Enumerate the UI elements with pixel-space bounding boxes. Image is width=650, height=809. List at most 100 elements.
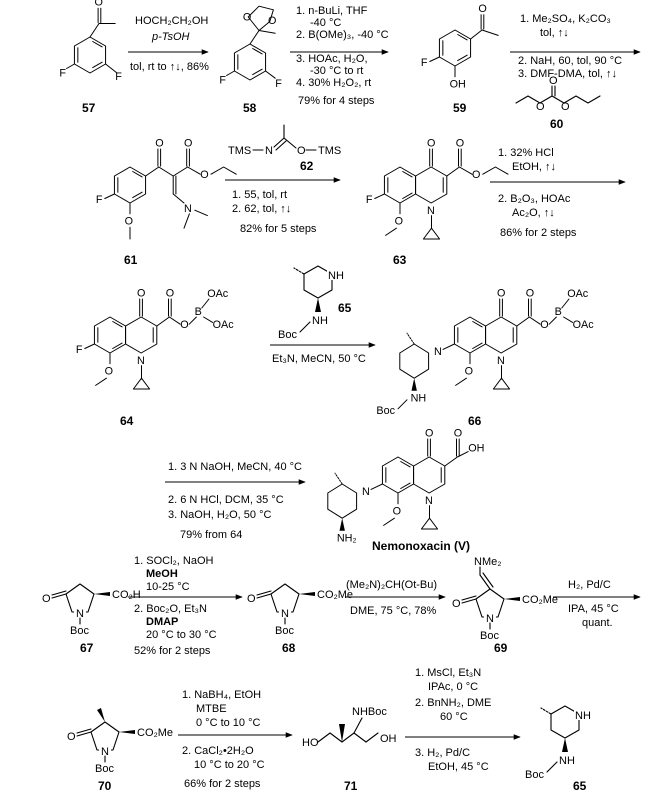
condition-line: 3. NaOH, H₂O, 50 °C bbox=[168, 509, 271, 521]
condition-line: 2. CaCl₂•2H₂O bbox=[182, 745, 254, 757]
condition-line: DMAP bbox=[146, 616, 178, 628]
atom-label: F bbox=[76, 344, 83, 356]
condition-line: 2. B₂O₃, HOAc bbox=[498, 193, 571, 205]
atom-label: Boc bbox=[376, 405, 395, 417]
atom-label: O bbox=[95, 0, 103, 8]
atom-label: O bbox=[180, 319, 188, 331]
atom-label: OH bbox=[380, 733, 397, 745]
atom-label: CO₂Me bbox=[317, 589, 353, 601]
atom-label: O bbox=[184, 137, 192, 149]
atom-label: O bbox=[166, 287, 174, 299]
reagent-line: 3. DMF-DMA, tol, ↑↓ bbox=[518, 68, 617, 80]
condition-line: quant. bbox=[582, 617, 613, 629]
reagent-line: MeOH bbox=[146, 568, 178, 580]
molecule-68: O N Boc CO₂Me bbox=[247, 583, 353, 637]
molecule-57: O F F bbox=[59, 0, 122, 83]
atom-label: F bbox=[219, 75, 226, 87]
condition-line: Ac₂O, ↑↓ bbox=[512, 207, 555, 219]
atom-label: O bbox=[67, 731, 76, 743]
atom-label: N bbox=[434, 346, 442, 358]
atom-label: Boc bbox=[525, 769, 544, 781]
atom-label: O bbox=[540, 319, 548, 331]
reagent-line: 1. 3 N NaOH, MeCN, 40 °C bbox=[168, 461, 302, 473]
atom-label: N bbox=[184, 203, 192, 215]
atom-label: TMS bbox=[228, 145, 251, 157]
molecule-65-product: NH NH Boc bbox=[525, 705, 591, 781]
compound-number: 66 bbox=[468, 414, 482, 428]
condition-line: 82% for 5 steps bbox=[240, 223, 317, 235]
atom-label: O bbox=[125, 216, 133, 228]
atom-label: Boc bbox=[275, 625, 294, 637]
condition-line: 52% for 2 steps bbox=[134, 645, 211, 657]
condition-line: Et₃N, MeCN, 50 °C bbox=[272, 353, 366, 365]
atom-label: N bbox=[486, 613, 494, 625]
atom-label: Boc bbox=[278, 329, 297, 341]
condition-line: 66% for 2 steps bbox=[184, 778, 261, 790]
reagent-line: 4. 30% H₂O₂, rt bbox=[296, 77, 371, 89]
condition-line: 3. H₂, Pd/C bbox=[415, 747, 470, 759]
reagent-line: EtOH, ↑↓ bbox=[512, 161, 556, 173]
compound-number: 59 bbox=[453, 101, 467, 115]
reagent-line: -40 °C bbox=[310, 17, 341, 29]
molecule-71: HO NHBoc OH bbox=[302, 706, 397, 749]
condition-line: 86% for 2 steps bbox=[500, 227, 577, 239]
atom-label: O bbox=[561, 101, 570, 113]
compound-number: 57 bbox=[82, 101, 96, 115]
atom-label: N bbox=[281, 608, 289, 620]
atom-label: O bbox=[497, 287, 505, 299]
atom-label: Boc bbox=[95, 763, 114, 775]
compound-number: 67 bbox=[80, 641, 94, 655]
atom-label: F bbox=[59, 68, 66, 80]
atom-label: CO₂H bbox=[112, 589, 141, 601]
atom-label: O bbox=[536, 101, 545, 113]
compound-number: 70 bbox=[98, 779, 112, 793]
condition-line: 2. Boc₂O, Et₃N bbox=[134, 603, 207, 615]
reagent-line: MTBE bbox=[196, 703, 227, 715]
atom-label: OH bbox=[468, 443, 484, 455]
molecule-nemonoxacin: O O OH N O N NH₂ bbox=[327, 427, 484, 545]
atom-label: O bbox=[454, 427, 462, 439]
atom-label: O bbox=[472, 169, 480, 181]
condition-line: 20 °C to 30 °C bbox=[146, 629, 217, 641]
atom-label: CO₂Me bbox=[137, 727, 173, 739]
atom-label: OAc bbox=[213, 319, 235, 331]
atom-label: O bbox=[247, 593, 256, 605]
atom-label: OAc bbox=[573, 319, 595, 331]
condition-line: 1. 55, tol, rt bbox=[232, 189, 287, 201]
reagent-line: 2. NaH, 60, tol, 90 °C bbox=[518, 55, 622, 67]
compound-number: 65 bbox=[573, 779, 587, 793]
compound-number: 63 bbox=[393, 253, 407, 267]
condition-line: 10 °C to 20 °C bbox=[194, 759, 265, 771]
atom-label: O bbox=[478, 3, 486, 15]
atom-label: NHBoc bbox=[352, 706, 387, 718]
molecule-64: O O O B OAc OAc N F O bbox=[76, 287, 235, 390]
molecule-66: O O O B OAc OAc N O N NH Boc bbox=[376, 287, 594, 417]
reagent-line: 1. 32% HCl bbox=[498, 147, 554, 159]
molecule-61: O O O N F O bbox=[96, 137, 237, 240]
atom-label: OAc bbox=[567, 288, 589, 300]
atom-label: O bbox=[549, 75, 558, 87]
condition-line: 2. 62, tol, ↑↓ bbox=[232, 203, 291, 215]
atom-label: Boc bbox=[480, 630, 499, 642]
compound-number: 62 bbox=[300, 159, 314, 173]
atom-label: N bbox=[76, 608, 84, 620]
atom-label: F bbox=[366, 194, 373, 206]
atom-label: HO bbox=[302, 737, 319, 749]
atom-label: F bbox=[421, 57, 428, 69]
atom-label: O bbox=[395, 216, 403, 228]
atom-label: N bbox=[497, 355, 505, 367]
compound-number: 64 bbox=[120, 414, 134, 428]
atom-label: O bbox=[465, 366, 473, 378]
atom-label: TMS bbox=[318, 145, 341, 157]
molecule-63: O O O N F O bbox=[366, 137, 509, 240]
atom-label: NMe₂ bbox=[474, 556, 502, 568]
condition-line: tol, rt to ↑↓, 86% bbox=[130, 61, 209, 73]
atom-label: O bbox=[155, 137, 163, 149]
atom-label: N bbox=[101, 746, 109, 758]
atom-label: O bbox=[243, 12, 251, 24]
condition-line: 2. 6 N HCl, DCM, 35 °C bbox=[168, 494, 284, 506]
reagent-line: IPAc, 0 °C bbox=[428, 681, 478, 693]
reagent-line: 3. HOAc, H₂O, bbox=[296, 53, 368, 65]
molecule-58: O O F F bbox=[219, 5, 282, 90]
atom-label: N bbox=[425, 495, 433, 507]
